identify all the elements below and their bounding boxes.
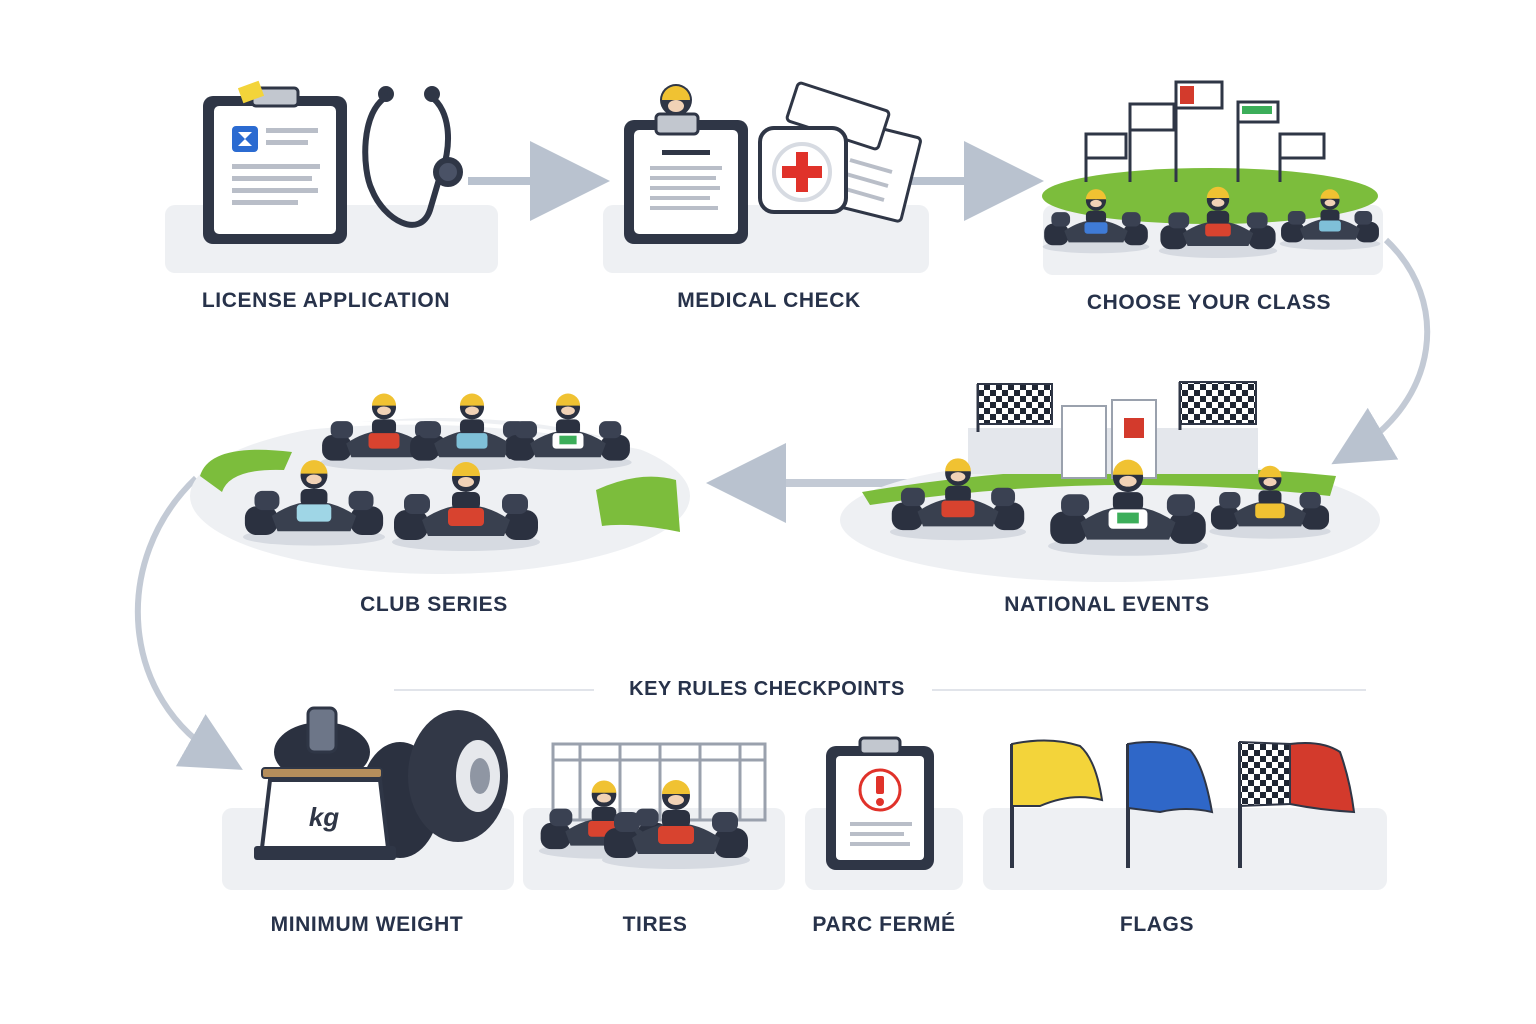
weight-icon	[254, 706, 396, 860]
checkered-flag-icon	[1238, 740, 1356, 868]
checkered-flag-icon	[976, 383, 1053, 432]
tires-illustration	[523, 742, 785, 890]
clipboard-icon	[624, 84, 748, 244]
kart-icon	[1042, 189, 1150, 254]
kart-icon	[1279, 189, 1381, 250]
clipboard-warning-icon	[826, 736, 934, 870]
parc-ferme-illustration	[805, 736, 963, 890]
label-parc-ferme: PARC FERMÉ	[812, 913, 956, 936]
medical-kit-icon	[758, 126, 848, 214]
kart-icon	[602, 780, 750, 869]
fence-icon	[551, 742, 767, 822]
key-rules-title: KEY RULES CHECKPOINTS	[615, 678, 919, 701]
minimum-weight-illustration	[222, 706, 514, 890]
label-choose-class: CHOOSE YOUR CLASS	[1086, 291, 1332, 314]
kart-icon	[392, 462, 540, 551]
platform	[983, 808, 1387, 890]
divider-right	[932, 689, 1366, 691]
label-medical-check: MEDICAL CHECK	[677, 289, 861, 312]
label-minimum-weight: MINIMUM WEIGHT	[270, 913, 464, 936]
checkered-flag-icon	[1178, 381, 1257, 430]
medical-check-illustration	[603, 81, 929, 273]
kart-icon	[1158, 186, 1278, 258]
flags-illustration	[983, 739, 1387, 890]
stethoscope-icon	[362, 86, 463, 228]
label-flags: FLAGS	[1119, 913, 1195, 936]
kart-icon	[408, 393, 536, 471]
arrow-club-to-checkpoints	[134, 475, 243, 770]
choose-class-illustration	[1042, 80, 1383, 275]
kart-icon	[1048, 459, 1208, 556]
clipboard-icon	[203, 80, 347, 244]
club-series-illustration	[190, 393, 690, 574]
label-tires: TIRES	[622, 913, 688, 936]
kart-icon	[504, 393, 632, 471]
license-application-illustration	[165, 80, 498, 273]
arrow-class-to-national	[1331, 237, 1431, 465]
kart-icon	[1209, 465, 1331, 539]
yellow-flag-icon	[1010, 739, 1104, 868]
label-license-application: LICENSE APPLICATION	[201, 289, 451, 312]
label-national-events: NATIONAL EVENTS	[1004, 593, 1210, 616]
divider-left	[394, 689, 594, 691]
flags-icon	[1084, 80, 1326, 182]
national-events-illustration	[840, 381, 1380, 582]
blue-flag-icon	[1126, 741, 1214, 868]
podium-icon	[968, 399, 1258, 479]
label-club-series: CLUB SERIES	[360, 593, 508, 616]
track-grass	[862, 467, 1336, 505]
kart-icon	[889, 458, 1027, 541]
kart-icon	[242, 460, 386, 546]
weight-unit-label: kg	[309, 802, 339, 832]
kart-icon	[320, 393, 448, 471]
documents-icon	[785, 81, 922, 223]
